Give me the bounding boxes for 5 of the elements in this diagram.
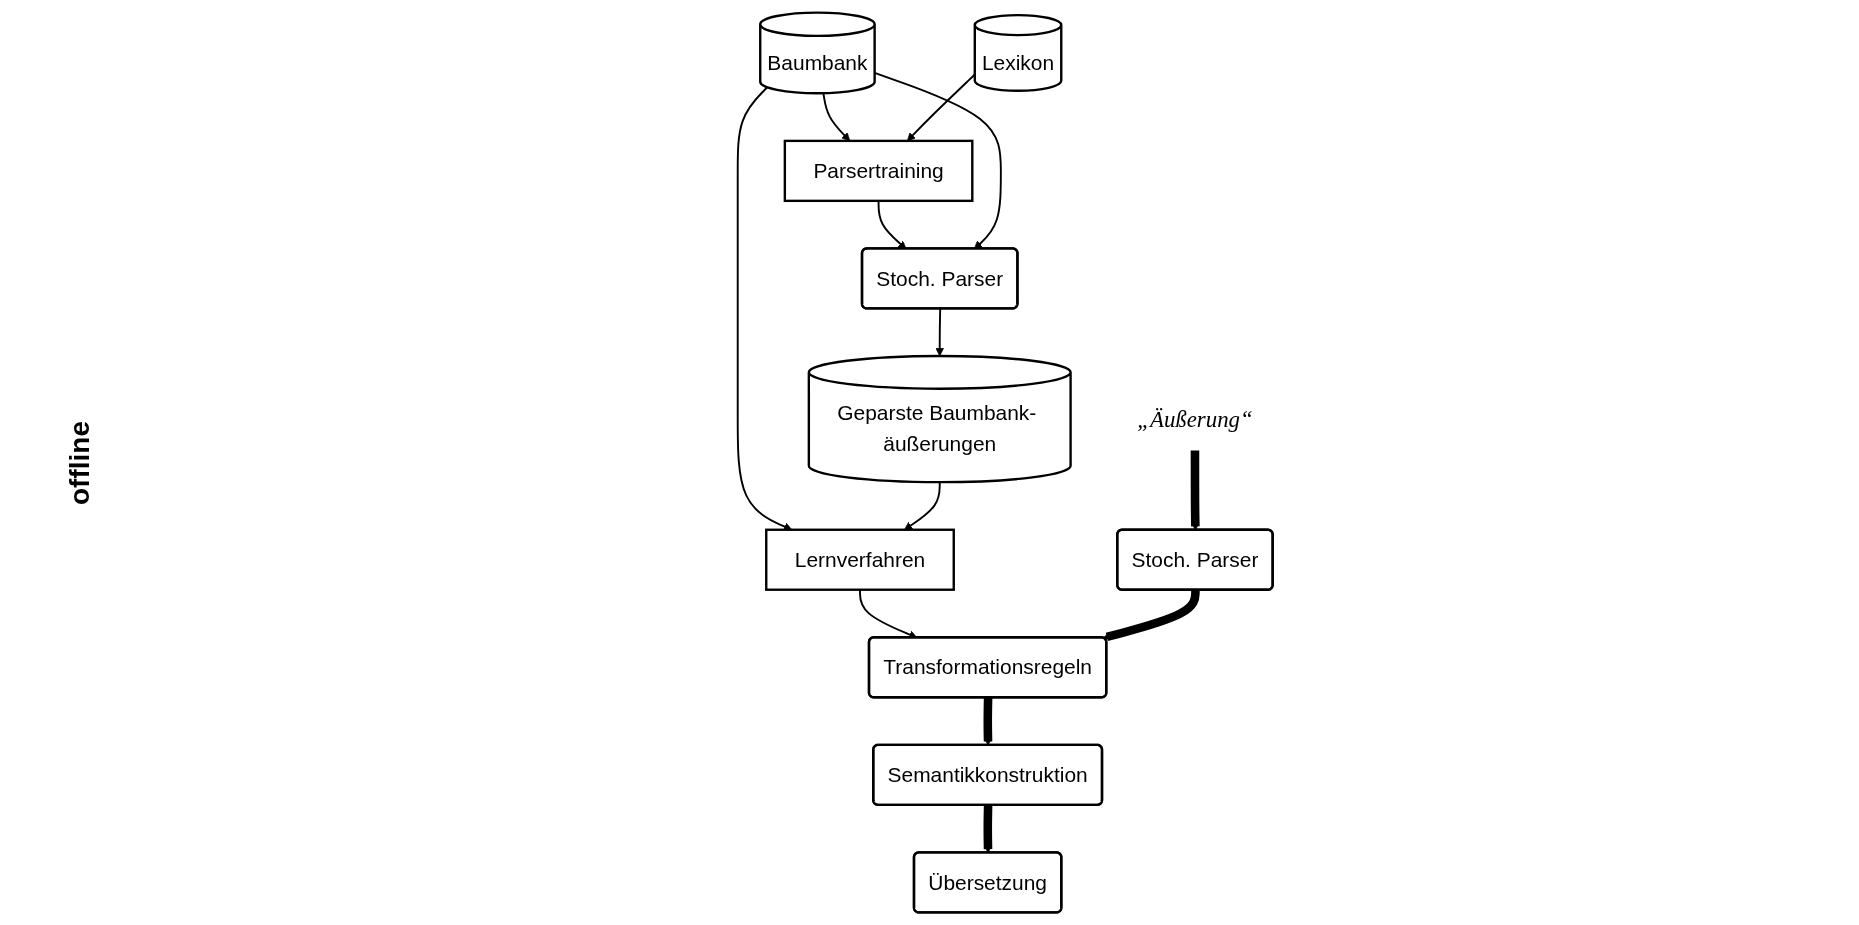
side-label: offline xyxy=(64,420,96,505)
node-text: „Äußerung“ xyxy=(1137,406,1253,432)
node-box: Parsertraining xyxy=(783,139,974,203)
node-box: Lernverfahren xyxy=(765,528,955,591)
arrow xyxy=(1102,589,1200,642)
